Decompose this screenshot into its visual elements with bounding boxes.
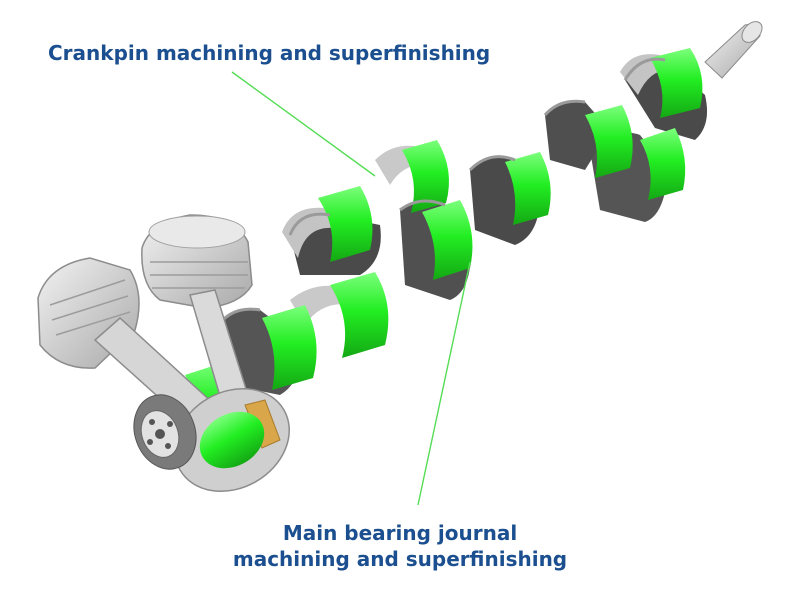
leader-line-crankpin <box>231 71 376 177</box>
crank-nose <box>133 394 197 470</box>
crank-journal <box>650 48 703 118</box>
crank-journal <box>262 305 317 390</box>
leader-line-main-journal <box>417 261 471 506</box>
crank-journal <box>318 186 373 262</box>
main-journal-label-line-2: machining and superfinishing <box>232 547 568 571</box>
crank-journal <box>505 152 551 225</box>
crank-journal <box>585 105 633 178</box>
crank-journal <box>422 200 473 280</box>
piston-assembly <box>37 214 290 493</box>
web-edges <box>213 57 666 331</box>
shaft-end <box>704 21 763 79</box>
crank-journal <box>402 140 449 213</box>
crank-web-face <box>282 207 333 258</box>
crank-journal <box>330 272 389 358</box>
crankpin-callout-label: Crankpin machining and superfinishing <box>48 41 491 65</box>
main-journal-label-line-1: Main bearing journal <box>282 521 518 545</box>
crankshaft <box>185 48 708 448</box>
journal-group <box>185 48 703 448</box>
main-journal-callout-label: Main bearing journal machining and super… <box>200 520 600 572</box>
crank-journal <box>640 128 686 200</box>
